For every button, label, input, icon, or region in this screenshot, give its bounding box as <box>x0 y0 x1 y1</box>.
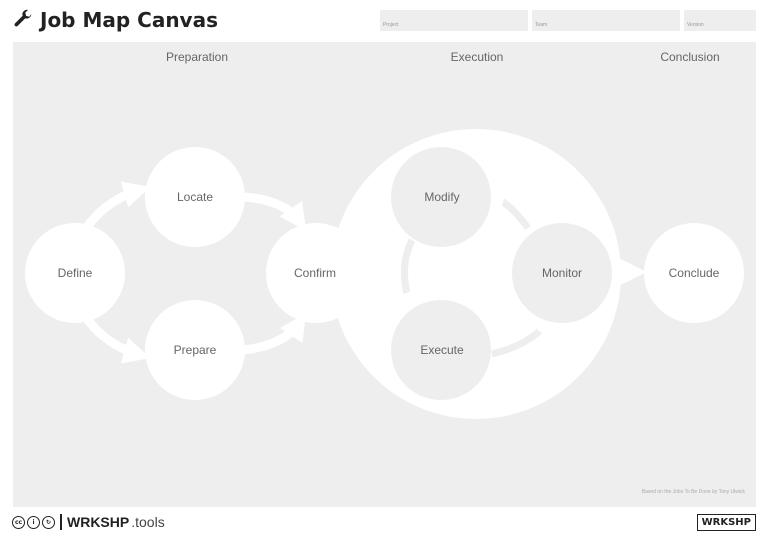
node-conclude-label: Conclude <box>669 266 720 280</box>
arrow-prepare-confirm <box>243 312 306 355</box>
footer-license: cc i ↻ WRKSHP.tools <box>12 514 165 530</box>
version-field-label: Version <box>687 22 704 28</box>
node-define-label: Define <box>58 266 93 280</box>
share-alike-icon: ↻ <box>42 515 55 529</box>
node-define <box>25 223 125 323</box>
node-modify <box>391 147 491 247</box>
project-field-label: Project <box>383 22 399 28</box>
phase-label-preparation: Preparation <box>165 50 229 64</box>
node-monitor-label: Monitor <box>542 266 582 280</box>
page-title: Job Map Canvas <box>12 8 218 32</box>
node-locate-label: Locate <box>177 190 213 204</box>
footer-divider <box>60 514 62 530</box>
node-confirm <box>266 223 366 323</box>
arrow-monitor-modify <box>484 190 531 231</box>
creative-commons-icon: cc <box>12 515 25 529</box>
phase-label-execution: Execution <box>450 50 504 64</box>
footer-brand-suffix[interactable]: .tools <box>131 514 165 530</box>
node-locate <box>145 147 245 247</box>
arrow-execute-monitor <box>491 315 554 358</box>
arrow-define-locate <box>81 181 151 233</box>
page-title-text: Job Map Canvas <box>40 8 218 32</box>
phase-label-conclusion: Conclusion <box>660 50 720 64</box>
project-field[interactable]: Project <box>380 10 528 31</box>
team-field[interactable]: Team <box>532 10 680 31</box>
node-execute-label: Execute <box>420 343 464 357</box>
arrow-define-prepare <box>81 313 151 364</box>
arrow-modify-execute <box>396 238 417 313</box>
wrench-icon <box>14 9 32 27</box>
attribution-note: Based on the Jobs To Be Done by Tony Ulw… <box>641 489 745 495</box>
footer-brand[interactable]: WRKSHP <box>67 514 130 530</box>
team-field-label: Team <box>535 22 548 28</box>
node-modify-label: Modify <box>424 190 459 204</box>
version-field[interactable]: Version <box>684 10 756 31</box>
node-confirm-label: Confirm <box>294 266 336 280</box>
node-monitor <box>512 223 612 323</box>
node-execute <box>391 300 491 400</box>
wrkshp-logo-badge: WRKSHP <box>696 514 756 531</box>
node-conclude <box>644 223 744 323</box>
node-prepare <box>145 300 245 400</box>
node-prepare-label: Prepare <box>174 343 217 357</box>
attribution-icon: i <box>27 515 40 529</box>
arrow-locate-confirm <box>243 192 307 231</box>
